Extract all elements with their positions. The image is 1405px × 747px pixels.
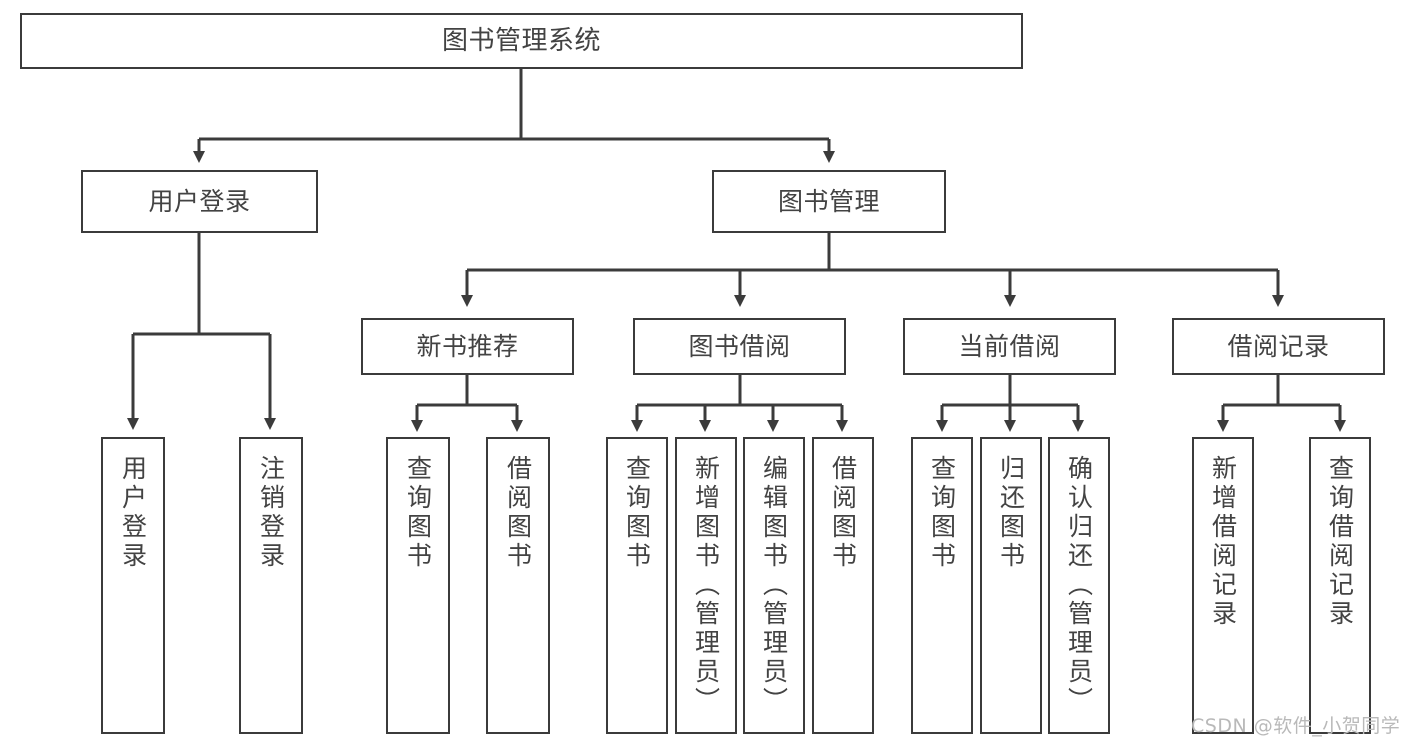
node-borrow-records-label: 借阅记录 — [1227, 331, 1330, 361]
leaf-borrow-query[interactable]: 查询图书 — [606, 437, 668, 734]
node-current-borrow-label: 当前借阅 — [958, 331, 1061, 361]
leaf-borrow-edit[interactable]: 编辑图书（管理员） — [743, 437, 805, 734]
leaf-label: 查询图书 — [622, 455, 652, 571]
node-current-borrow[interactable]: 当前借阅 — [903, 318, 1116, 375]
leaf-label: 查询图书 — [927, 455, 957, 571]
leaf-label: 归还图书 — [996, 455, 1026, 571]
leaf-new-book-query[interactable]: 查询图书 — [386, 437, 450, 734]
node-book-borrow-label: 图书借阅 — [688, 331, 791, 361]
leaf-label: 用户登录 — [118, 455, 148, 571]
leaf-label: 借阅图书 — [828, 455, 858, 571]
node-root-label: 图书管理系统 — [441, 25, 601, 56]
leaf-label: 查询借阅记录 — [1325, 455, 1355, 629]
node-user-login-label: 用户登录 — [148, 186, 251, 216]
node-root[interactable]: 图书管理系统 — [20, 13, 1023, 69]
node-borrow-records[interactable]: 借阅记录 — [1172, 318, 1385, 375]
leaf-label: 新增借阅记录 — [1208, 455, 1238, 629]
leaf-current-query[interactable]: 查询图书 — [911, 437, 973, 734]
leaf-borrow-add[interactable]: 新增图书（管理员） — [675, 437, 737, 734]
leaf-label: 查询图书 — [403, 455, 433, 571]
node-new-book-recommend-label: 新书推荐 — [416, 331, 519, 361]
leaf-label: 借阅图书 — [503, 455, 533, 571]
leaf-label: 编辑图书（管理员） — [759, 455, 789, 716]
csdn-watermark: CSDN @软件_小贺同学 — [1191, 715, 1401, 737]
leaf-label: 确认归还（管理员） — [1064, 455, 1094, 716]
leaf-new-book-borrow[interactable]: 借阅图书 — [486, 437, 550, 734]
node-new-book-recommend[interactable]: 新书推荐 — [361, 318, 574, 375]
leaf-borrow-lend[interactable]: 借阅图书 — [812, 437, 874, 734]
node-book-borrow[interactable]: 图书借阅 — [633, 318, 846, 375]
node-book-management-label: 图书管理 — [777, 186, 880, 216]
leaf-label: 注销登录 — [256, 455, 286, 571]
node-user-login[interactable]: 用户登录 — [81, 170, 318, 233]
leaf-records-add[interactable]: 新增借阅记录 — [1192, 437, 1254, 734]
node-book-management[interactable]: 图书管理 — [712, 170, 946, 233]
leaf-user-login-logout[interactable]: 注销登录 — [239, 437, 303, 734]
leaf-current-confirm-return[interactable]: 确认归还（管理员） — [1048, 437, 1110, 734]
leaf-current-return[interactable]: 归还图书 — [980, 437, 1042, 734]
leaf-label: 新增图书（管理员） — [691, 455, 721, 716]
leaf-user-login-login[interactable]: 用户登录 — [101, 437, 165, 734]
leaf-records-query[interactable]: 查询借阅记录 — [1309, 437, 1371, 734]
